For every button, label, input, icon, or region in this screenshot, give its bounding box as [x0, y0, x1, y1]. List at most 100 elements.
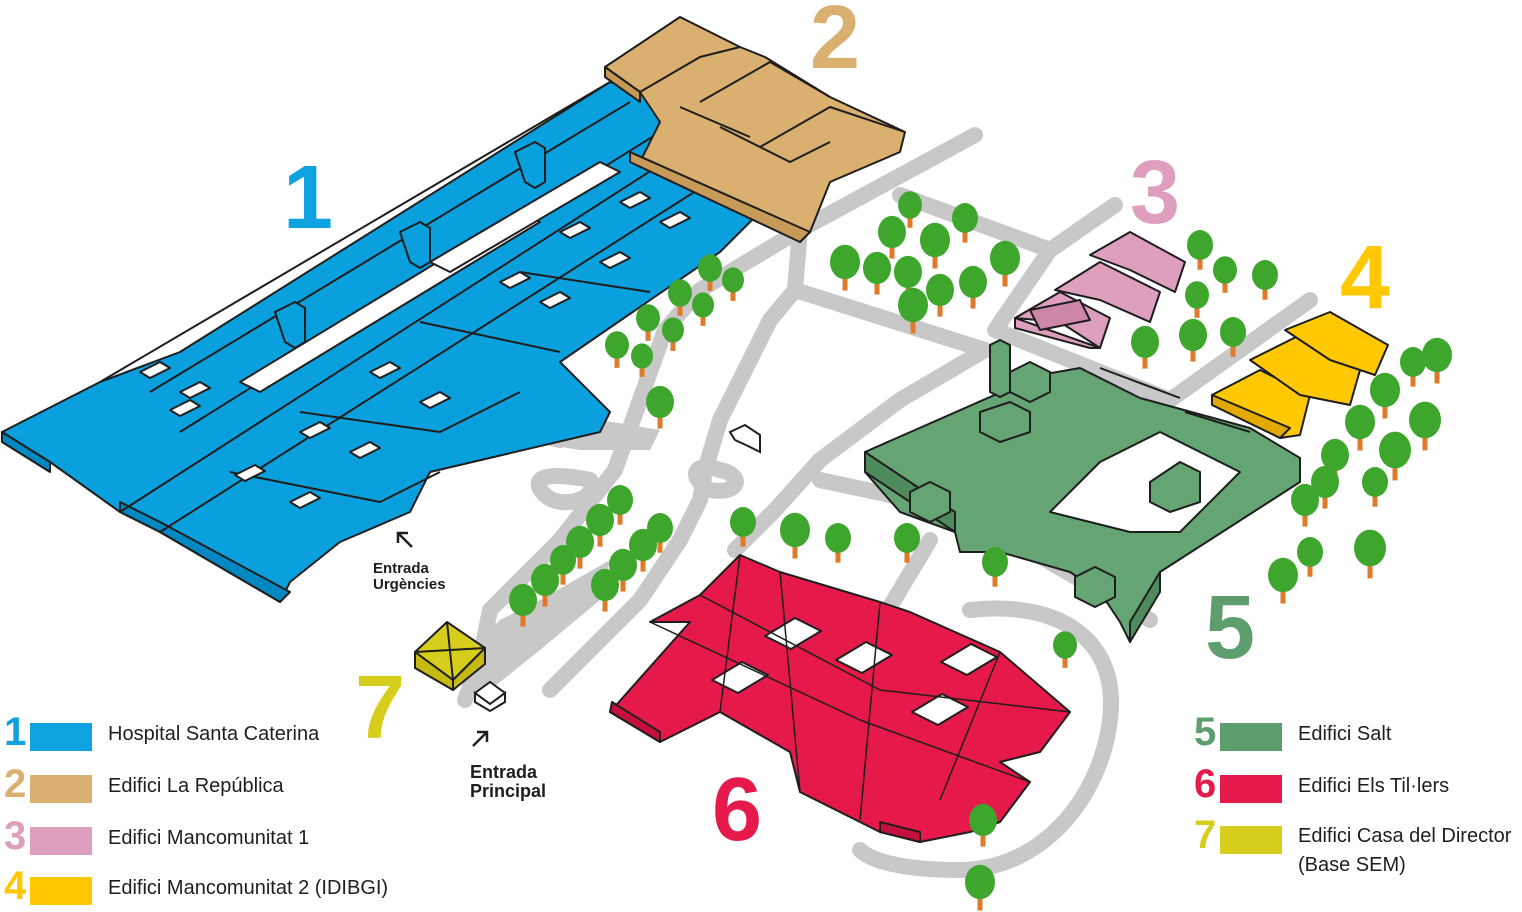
- tree-icon: [662, 317, 684, 351]
- building-4-edifici-mancomunitat-2[interactable]: [1211, 311, 1389, 439]
- arrow-principal-icon: [472, 730, 489, 747]
- legend-num-1: 1: [4, 709, 27, 754]
- tree-icon: [647, 513, 673, 553]
- legend-item-5[interactable]: 5 Edifici Salt: [1194, 712, 1391, 752]
- building-7-casa-del-director[interactable]: [414, 621, 486, 691]
- tree-icon: [607, 485, 633, 525]
- legend-label-6: Edifici Els Til·lers: [1298, 775, 1450, 797]
- tree-icon: [1354, 529, 1386, 579]
- legend-swatch-6: 6: [1194, 764, 1290, 804]
- tree-icon: [646, 385, 674, 429]
- tree-icon: [531, 563, 559, 607]
- tree-icon: [1213, 256, 1237, 293]
- tree-icon: [1362, 467, 1388, 507]
- legend-num-6: 6: [1194, 761, 1217, 806]
- tree-icon: [1252, 260, 1278, 300]
- gazebo-icon: [473, 680, 507, 713]
- legend-label-2: Edifici La República: [108, 775, 284, 797]
- legend-bar-7: [1220, 826, 1282, 854]
- legend-label-7-line2: (Base SEM): [1298, 854, 1406, 876]
- tree-icon: [1053, 631, 1077, 668]
- legend-swatch-1: 1: [4, 712, 100, 752]
- building-number-7: 7: [355, 658, 405, 758]
- legend-item-1[interactable]: 1 Hospital Santa Caterina: [4, 712, 320, 752]
- tree-icon: [990, 240, 1020, 287]
- tree-icon: [920, 222, 950, 269]
- tree-icon: [1409, 401, 1441, 451]
- tree-icon: [509, 583, 537, 627]
- tree-icon: [698, 254, 722, 291]
- tree-icon: [898, 191, 922, 228]
- tree-icon: [1345, 404, 1375, 451]
- legend-num-3: 3: [4, 813, 27, 858]
- building-number-2: 2: [810, 0, 860, 88]
- legend-num-5: 5: [1194, 709, 1217, 754]
- building-1-hospital-santa-caterina[interactable]: [1, 81, 761, 603]
- legend-swatch-3: 3: [4, 816, 100, 856]
- legend-swatch-2: 2: [4, 764, 100, 804]
- tree-icon: [1131, 325, 1159, 369]
- tree-icon: [609, 548, 637, 592]
- legend-bar-6: [1220, 774, 1282, 803]
- legend-item-4[interactable]: 4 Edifici Mancomunitat 2 (IDIBGI): [4, 866, 389, 906]
- legend-swatch-5: 5: [1194, 712, 1290, 752]
- tree-icon: [636, 304, 660, 341]
- legend-item-6[interactable]: 6 Edifici Els Til·lers: [1194, 764, 1450, 804]
- tree-icon: [965, 864, 995, 911]
- legend-swatch-4: 4: [4, 866, 100, 906]
- tree-icon: [780, 512, 810, 559]
- tree-icon: [926, 273, 954, 317]
- tree-icon: [1370, 372, 1400, 419]
- building-number-5: 5: [1205, 578, 1255, 678]
- legend-item-3[interactable]: 3 Edifici Mancomunitat 1: [4, 816, 309, 856]
- tree-icon: [959, 265, 987, 309]
- legend-item-2[interactable]: 2 Edifici La República: [4, 764, 284, 804]
- tree-icon: [894, 523, 920, 563]
- tree-icon: [1400, 347, 1426, 387]
- tree-icon: [863, 251, 891, 295]
- building-2-edifici-la-republica[interactable]: [604, 16, 906, 243]
- legend-bar-1: [30, 722, 92, 751]
- tree-icon: [631, 343, 653, 377]
- legend-bar-4: [30, 876, 92, 905]
- legend-label-1: Hospital Santa Caterina: [108, 723, 320, 745]
- legend-num-4: 4: [4, 863, 27, 908]
- legend-swatch-7: 7: [1194, 815, 1290, 855]
- tree-icon: [982, 547, 1008, 587]
- building-3-edifici-mancomunitat-1[interactable]: [1014, 231, 1186, 349]
- building-6-edifici-els-tillers[interactable]: [609, 554, 1071, 843]
- legend-label-7-line1: Edifici Casa del Director: [1298, 825, 1512, 847]
- tree-icon: [1268, 557, 1298, 604]
- building-number-3: 3: [1130, 143, 1180, 243]
- tree-icon: [586, 503, 614, 547]
- tree-icon: [1297, 537, 1323, 577]
- tree-icon: [591, 568, 619, 612]
- tree-icon: [1220, 317, 1246, 357]
- tree-icon: [898, 287, 928, 334]
- tree-icon: [830, 244, 860, 291]
- building-number-4: 4: [1340, 228, 1390, 328]
- legend-label-7: Edifici Casa del Director (Base SEM): [1298, 822, 1511, 880]
- tree-icon: [1422, 337, 1452, 384]
- entrance-urgencies-line2: Urgències: [373, 575, 446, 593]
- legend-label-4: Edifici Mancomunitat 2 (IDIBGI): [108, 877, 389, 899]
- entrance-urgencies-label: Entrada Urgències: [373, 561, 446, 593]
- entrance-principal-line1: Entrada: [470, 762, 538, 782]
- legend-item-7[interactable]: 7 Edifici Casa del Director (Base SEM): [1194, 815, 1511, 880]
- tree-icon: [566, 525, 594, 569]
- trees: [509, 191, 1452, 911]
- tree-icon: [605, 331, 629, 368]
- tree-icon: [878, 215, 906, 259]
- legend-num-2: 2: [4, 761, 27, 806]
- tree-icon: [722, 267, 744, 301]
- building-number-1: 1: [283, 148, 333, 248]
- sculpture-icon: [728, 423, 761, 454]
- entrance-principal-label: Entrada Principal: [470, 763, 546, 801]
- building-numbers: 1 2 3 4 5 6 7: [283, 0, 1390, 860]
- tree-icon: [1185, 281, 1209, 318]
- tree-icon: [1179, 318, 1207, 362]
- tree-icon: [1379, 431, 1411, 481]
- tree-icon: [1187, 230, 1213, 270]
- building-5-edifici-salt[interactable]: [864, 339, 1301, 643]
